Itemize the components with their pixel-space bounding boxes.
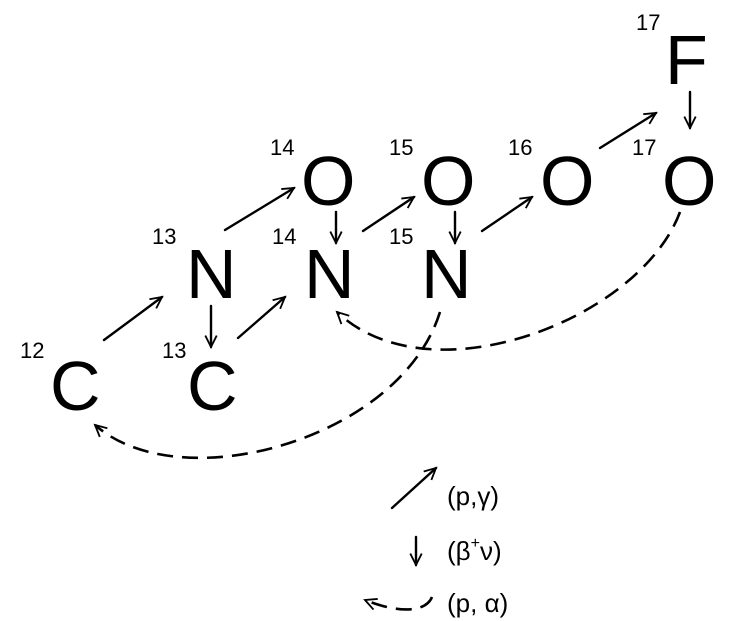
mass-n13: 13 — [152, 224, 176, 249]
legend-beta-sup: + — [471, 535, 480, 552]
symbol-f17: F — [665, 21, 708, 99]
symbol-o17: O — [662, 142, 716, 220]
nuclide-o15: 15 O — [389, 135, 475, 220]
legend-p-alpha-arc-icon — [363, 596, 434, 611]
nuclide-f17: 17 F — [636, 10, 708, 99]
legend-beta-suffix: ν) — [480, 536, 502, 566]
symbol-c13: C — [187, 347, 238, 425]
legend-item-p-gamma: (p,γ) — [390, 466, 499, 511]
nuclide-n14: 14 N — [272, 224, 355, 313]
symbol-c12: C — [50, 347, 101, 425]
legend-beta-prefix: (β — [447, 536, 471, 566]
legend-beta-label: (β+ν) — [447, 535, 502, 566]
symbol-n14: N — [304, 235, 355, 313]
nuclide-o17: 17 O — [632, 135, 716, 220]
symbol-n13: N — [186, 235, 237, 313]
arc-o17-to-n14 — [335, 211, 682, 351]
symbol-o15: O — [421, 142, 475, 220]
nuclide-o16: 16 O — [508, 135, 594, 220]
symbol-o14: O — [301, 142, 355, 220]
p-gamma-arrows — [102, 111, 658, 342]
arrow-n13-to-o14 — [223, 186, 296, 232]
mass-o15: 15 — [389, 135, 413, 160]
mass-c12: 12 — [20, 338, 44, 363]
legend-p-alpha-label: (p, α) — [447, 588, 508, 618]
p-alpha-arcs — [93, 211, 682, 460]
mass-o17: 17 — [632, 135, 656, 160]
mass-o16: 16 — [508, 135, 532, 160]
beta-decay-arrows — [204, 90, 697, 350]
nuclide-o14: 14 O — [270, 135, 355, 220]
mass-n15: 15 — [389, 224, 413, 249]
mass-n14: 14 — [272, 224, 296, 249]
legend-p-gamma-label: (p,γ) — [447, 481, 499, 511]
legend-p-gamma-arrow-icon — [390, 466, 438, 510]
arrow-n14-to-o15 — [361, 195, 416, 233]
mass-f17: 17 — [636, 10, 660, 35]
arc-n15-to-c12 — [93, 311, 442, 460]
symbol-n15: N — [421, 235, 472, 313]
legend-item-p-alpha: (p, α) — [363, 588, 508, 618]
mass-c13: 13 — [162, 338, 186, 363]
arrow-c12-to-n13 — [102, 295, 164, 342]
mass-o14: 14 — [270, 135, 294, 160]
nuclide-c13: 13 C — [162, 338, 238, 425]
symbol-o16: O — [540, 142, 594, 220]
nuclide-c12: 12 C — [20, 338, 101, 425]
legend-item-beta: (β+ν) — [409, 535, 502, 568]
arrow-c13-to-n14 — [236, 295, 287, 340]
nuclide-n13: 13 N — [152, 224, 237, 313]
arrow-n15-to-o16 — [480, 195, 534, 233]
nuclide-n15: 15 N — [389, 224, 472, 313]
arrow-o16-to-f17 — [598, 111, 658, 150]
legend: (p,γ) (β+ν) (p, α) — [363, 466, 508, 618]
